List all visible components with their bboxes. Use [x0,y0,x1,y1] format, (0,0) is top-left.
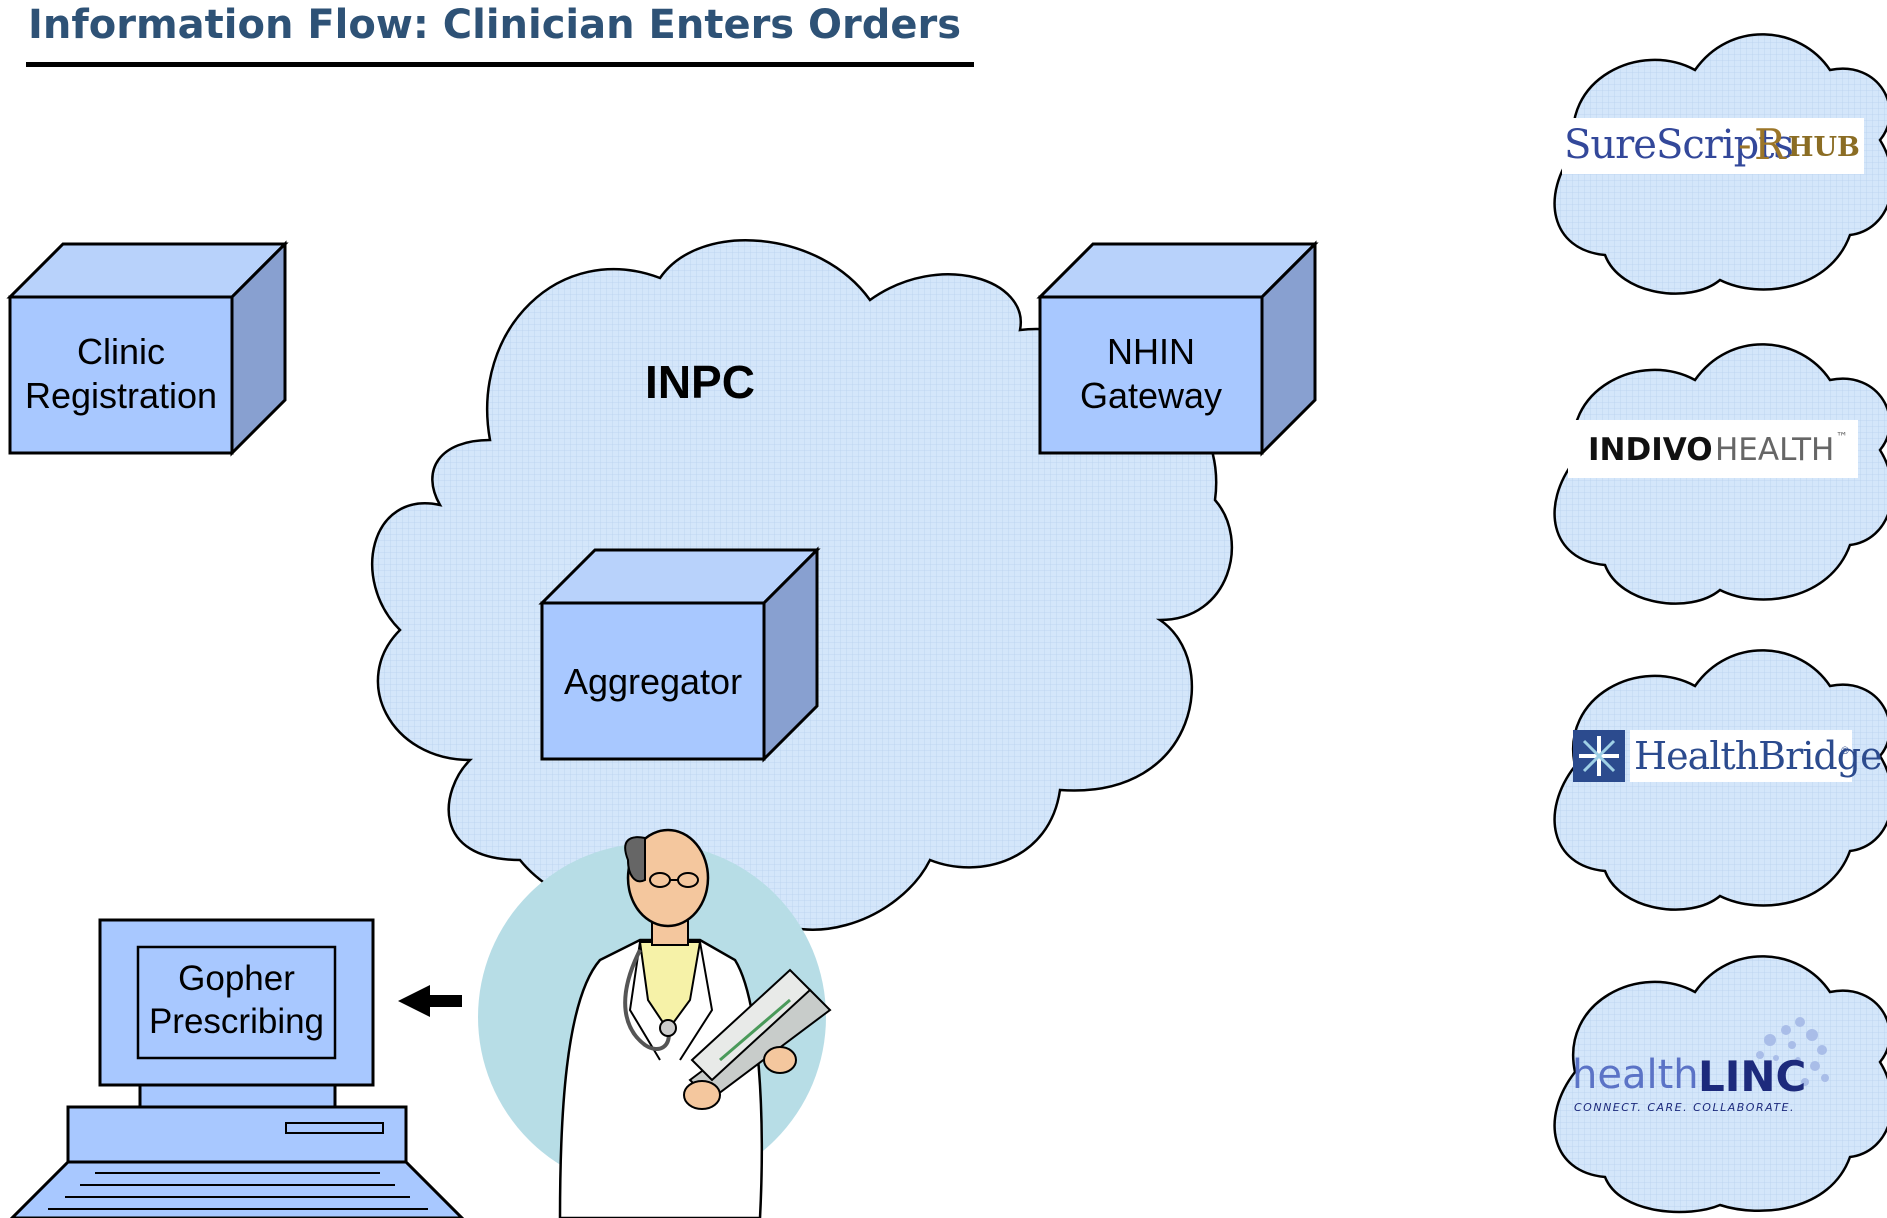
aggregator-box [538,546,821,763]
gopher-prescribing-label: Gopher Prescribing [138,958,335,1043]
surescripts-logo: SureScripts - R HUB [1562,118,1864,174]
healthlinc-tagline: CONNECT. CARE. COLLABORATE. [1574,1101,1795,1114]
indivo-tm: ™ [1836,430,1848,444]
clinic-registration-box [6,240,289,457]
indivohealth-logo: INDIVO HEALTH ™ [1568,420,1858,478]
nhin-label-line2: Gateway [1079,374,1223,416]
doctor-illustration [478,828,832,1218]
healthbridge-tm: ® [1840,746,1850,757]
left-arrow-icon [398,985,462,1017]
rx-icon: R [1754,120,1786,169]
computer-icon [9,918,465,1218]
nhin-label-line1: NHIN [1107,331,1195,372]
gopher-label-line2: Prescribing [148,1001,325,1041]
healthbridge-logo-icon [1573,730,1625,782]
surescripts-text: SureScripts [1564,122,1794,168]
inpc-label: INPC [645,356,755,408]
surescripts-dash: - [1738,122,1752,168]
healthlinc-dots-icon [1756,1017,1829,1086]
healthlinc-linc-text: LINC [1698,1052,1807,1101]
surescripts-hub: HUB [1788,132,1860,163]
title-underline [26,62,974,67]
clinic-registration-label: Clinic Registration [10,330,232,418]
healthlinc-health-text: health [1572,1052,1699,1098]
clinic-label-line2: Registration [24,374,218,416]
healthlinc-logo: health LINC CONNECT. CARE. COLLABORATE. [1570,1052,1846,1114]
clinic-label-line1: Clinic [76,331,165,372]
page-title: Information Flow: Clinician Enters Order… [28,2,962,48]
healthbridge-text: HealthBridge [1634,734,1883,778]
indivo-text: INDIVO [1588,432,1713,468]
aggregator-label: Aggregator [563,661,743,702]
nhin-gateway-label: NHIN Gateway [1040,330,1262,418]
health-text: HEALTH [1715,432,1835,468]
gopher-label-line1: Gopher [178,959,295,998]
nhin-gateway-box [1036,240,1319,457]
healthbridge-logo: HealthBridge ® [1630,730,1883,782]
